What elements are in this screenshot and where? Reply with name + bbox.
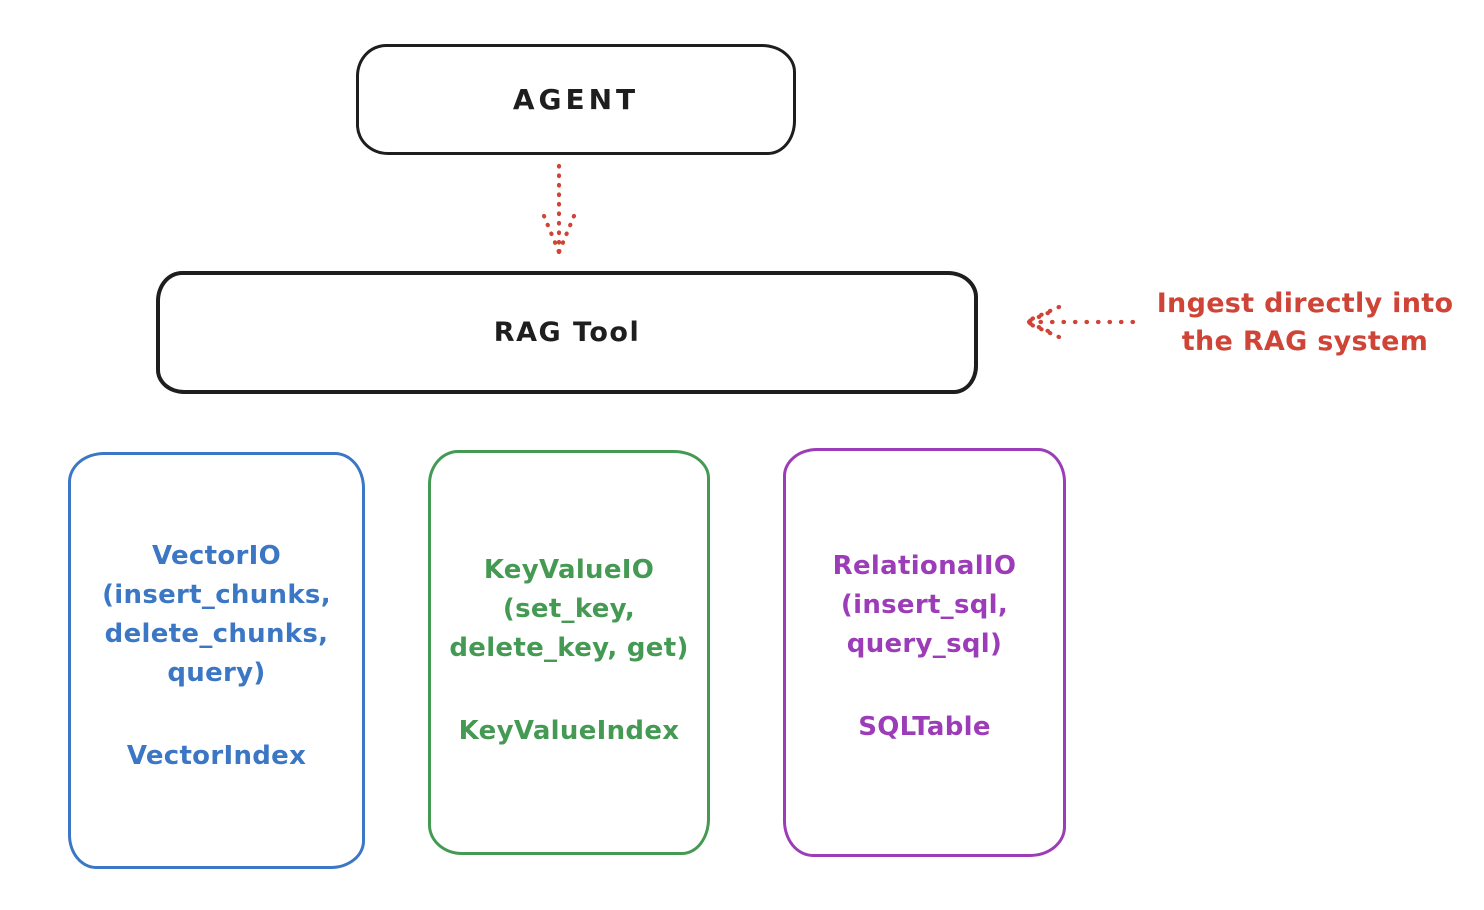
relational-io-title: RelationalIO <box>832 551 1017 581</box>
vector-io-methods-line-2: delete_chunks, <box>104 619 329 649</box>
vector-index-label: VectorIndex <box>126 741 307 771</box>
keyvalue-io-methods-line-1: (set_key, <box>502 594 636 624</box>
annotation-line-2: the RAG system <box>1181 326 1429 357</box>
arrow-annotation-to-rag-tool <box>1022 304 1136 340</box>
relational-io-methods-line-2: query_sql) <box>846 629 1003 659</box>
annotation-line-1: Ingest directly into <box>1156 288 1454 319</box>
keyvalue-io-card: KeyValueIO (set_key, delete_key, get) Ke… <box>428 450 710 855</box>
relational-io-card: RelationalIO (insert_sql, query_sql) SQL… <box>783 448 1066 857</box>
vector-io-methods-line-3: query) <box>167 658 266 688</box>
annotation-ingest-note: Ingest directly into the RAG system <box>1133 285 1477 361</box>
sql-table-label: SQLTable <box>858 712 991 742</box>
rag-tool-node-label: RAG Tool <box>493 317 641 348</box>
vector-io-card: VectorIO (insert_chunks, delete_chunks, … <box>68 452 365 869</box>
keyvalue-io-title: KeyValueIO <box>483 555 655 585</box>
keyvalue-io-methods-line-2: delete_key, get) <box>449 633 689 663</box>
keyvalue-index-label: KeyValueIndex <box>458 716 680 746</box>
arrow-agent-to-rag-tool <box>541 163 577 255</box>
vector-io-methods-line-1: (insert_chunks, <box>102 580 331 610</box>
rag-tool-node: RAG Tool <box>156 271 978 394</box>
agent-node: AGENT <box>356 44 796 155</box>
agent-node-label: AGENT <box>512 83 640 116</box>
relational-io-methods-line-1: (insert_sql, <box>840 590 1009 620</box>
vector-io-title: VectorIO <box>151 541 282 571</box>
